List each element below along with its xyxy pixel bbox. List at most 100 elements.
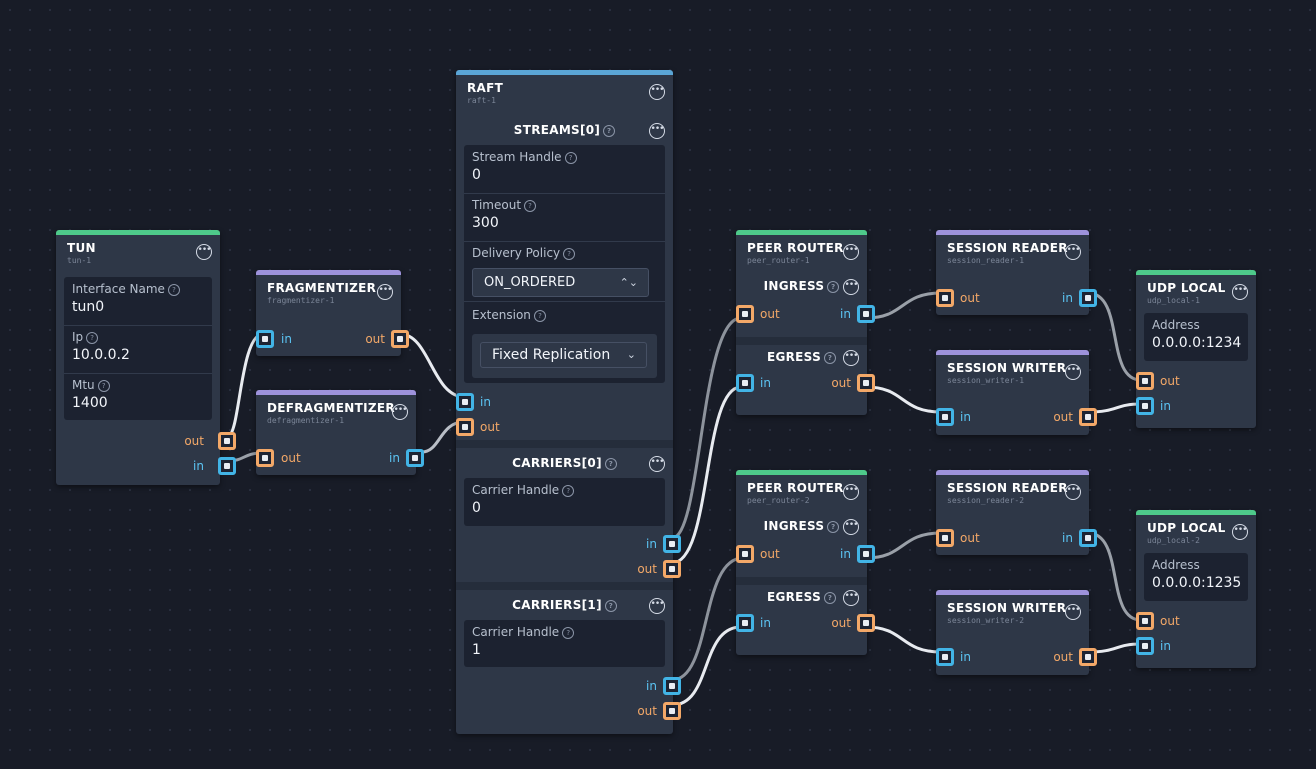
input-port[interactable]: in xyxy=(601,535,681,553)
more-options-icon[interactable]: ••• xyxy=(843,279,859,295)
output-port[interactable]: out xyxy=(936,529,996,547)
more-options-icon[interactable]: ••• xyxy=(843,519,859,535)
help-icon[interactable]: ? xyxy=(562,485,575,497)
help-icon[interactable]: ? xyxy=(167,284,180,296)
connector-socket-icon[interactable] xyxy=(456,393,474,411)
carrier-handle-field[interactable]: Carrier Handle? 1 xyxy=(464,620,665,667)
mtu-field[interactable]: Mtu? 1400 xyxy=(64,373,212,420)
connector-socket-icon[interactable] xyxy=(936,529,954,547)
tun-node[interactable]: TUN tun-1 ••• Interface Name? tun0 Ip? 1… xyxy=(56,230,236,485)
more-options-icon[interactable]: ••• xyxy=(1065,604,1081,620)
help-icon[interactable]: ? xyxy=(562,627,575,639)
output-port[interactable]: out xyxy=(1136,612,1196,630)
connector-socket-icon[interactable] xyxy=(857,305,875,323)
output-port[interactable]: out xyxy=(256,449,336,467)
connector-socket-icon[interactable] xyxy=(736,614,754,632)
stream-handle-field[interactable]: Stream Handle? 0 xyxy=(464,145,665,194)
output-port[interactable]: out xyxy=(815,614,875,632)
help-icon[interactable]: ? xyxy=(827,281,840,293)
node-header[interactable]: SESSION READER session_reader-2 ••• xyxy=(936,475,1089,509)
connector-socket-icon[interactable] xyxy=(218,457,236,475)
output-port[interactable]: out xyxy=(329,330,409,348)
input-port[interactable]: in xyxy=(1037,529,1097,547)
field-value[interactable]: 0 xyxy=(472,500,481,516)
connector-socket-icon[interactable] xyxy=(736,305,754,323)
peer-router-1-node[interactable]: PEER ROUTER peer_router-1 ••• INGRESS? •… xyxy=(736,230,875,415)
help-icon[interactable]: ? xyxy=(824,352,837,364)
output-port[interactable]: out xyxy=(1037,408,1097,426)
connector-socket-icon[interactable] xyxy=(1136,612,1154,630)
help-icon[interactable]: ? xyxy=(604,600,617,612)
node-header[interactable]: DEFRAGMENTIZER defragmentizer-1 ••• xyxy=(256,395,416,429)
more-options-icon[interactable]: ••• xyxy=(843,484,859,500)
ip-field[interactable]: Ip? 10.0.0.2 xyxy=(64,325,212,374)
help-icon[interactable]: ? xyxy=(827,521,840,533)
connector-socket-icon[interactable] xyxy=(456,418,474,436)
connector-socket-icon[interactable] xyxy=(1079,529,1097,547)
connector-socket-icon[interactable] xyxy=(663,560,681,578)
connector-socket-icon[interactable] xyxy=(391,330,409,348)
node-header[interactable]: SESSION WRITER session_writer-2 ••• xyxy=(936,595,1089,629)
node-header[interactable]: SESSION READER session_reader-1 ••• xyxy=(936,235,1089,269)
input-port[interactable]: in xyxy=(344,449,424,467)
field-value[interactable]: 1 xyxy=(472,642,481,658)
more-options-icon[interactable]: ••• xyxy=(1065,364,1081,380)
more-options-icon[interactable]: ••• xyxy=(1065,244,1081,260)
input-port[interactable]: in xyxy=(456,393,536,411)
node-header[interactable]: UDP LOCAL udp_local-1 ••• xyxy=(1136,275,1256,309)
more-options-icon[interactable]: ••• xyxy=(392,404,408,420)
more-options-icon[interactable]: ••• xyxy=(843,350,859,366)
help-icon[interactable]: ? xyxy=(524,200,537,212)
input-port[interactable]: in xyxy=(736,614,796,632)
carrier-handle-field[interactable]: Carrier Handle? 0 xyxy=(464,478,665,526)
raft-node[interactable]: RAFT raft-1 ••• STREAMS[0]? ••• Stream H… xyxy=(456,70,681,734)
connector-socket-icon[interactable] xyxy=(936,648,954,666)
session-writer-2-node[interactable]: SESSION WRITER session_writer-2 ••• in o… xyxy=(936,590,1097,675)
extension-select[interactable]: Fixed Replication ⌄ xyxy=(480,342,647,368)
node-header[interactable]: SESSION WRITER session_writer-1 ••• xyxy=(936,355,1089,389)
more-options-icon[interactable]: ••• xyxy=(843,590,859,606)
help-icon[interactable]: ? xyxy=(563,248,576,260)
peer-router-2-node[interactable]: PEER ROUTER peer_router-2 ••• INGRESS? •… xyxy=(736,470,875,655)
output-port[interactable]: out xyxy=(936,289,996,307)
connector-socket-icon[interactable] xyxy=(936,289,954,307)
more-options-icon[interactable]: ••• xyxy=(377,284,393,300)
more-options-icon[interactable]: ••• xyxy=(196,244,212,260)
help-icon[interactable]: ? xyxy=(824,592,837,604)
connector-socket-icon[interactable] xyxy=(218,432,236,450)
output-port[interactable]: out xyxy=(601,560,681,578)
defragmentizer-node[interactable]: DEFRAGMENTIZER defragmentizer-1 ••• out … xyxy=(256,390,424,475)
connector-socket-icon[interactable] xyxy=(1136,372,1154,390)
input-port[interactable]: in xyxy=(1037,289,1097,307)
session-reader-2-node[interactable]: SESSION READER session_reader-2 ••• out … xyxy=(936,470,1097,555)
field-value[interactable]: 1400 xyxy=(72,395,108,411)
input-port[interactable]: in xyxy=(601,677,681,695)
field-value[interactable]: 0 xyxy=(472,167,481,183)
more-options-icon[interactable]: ••• xyxy=(843,244,859,260)
connector-socket-icon[interactable] xyxy=(736,374,754,392)
more-options-icon[interactable]: ••• xyxy=(649,598,665,614)
connector-socket-icon[interactable] xyxy=(1079,408,1097,426)
output-port[interactable]: out xyxy=(736,305,796,323)
udp-local-2-node[interactable]: UDP LOCAL udp_local-2 ••• Address 0.0.0.… xyxy=(1136,510,1256,668)
help-icon[interactable]: ? xyxy=(564,152,577,164)
connector-socket-icon[interactable] xyxy=(256,330,274,348)
output-port[interactable]: out xyxy=(1037,648,1097,666)
input-port[interactable]: in xyxy=(256,330,336,348)
connector-socket-icon[interactable] xyxy=(256,449,274,467)
node-header[interactable]: UDP LOCAL udp_local-2 ••• xyxy=(1136,515,1256,549)
connector-socket-icon[interactable] xyxy=(1136,397,1154,415)
help-icon[interactable]: ? xyxy=(86,332,99,344)
input-port[interactable]: in xyxy=(1136,637,1196,655)
connector-socket-icon[interactable] xyxy=(736,545,754,563)
more-options-icon[interactable]: ••• xyxy=(649,123,665,139)
connector-socket-icon[interactable] xyxy=(663,677,681,695)
output-port[interactable]: out xyxy=(736,545,796,563)
address-field[interactable]: Address 0.0.0.0:1235 xyxy=(1144,553,1248,601)
output-port[interactable]: out xyxy=(1136,372,1196,390)
connector-socket-icon[interactable] xyxy=(663,702,681,720)
address-field[interactable]: Address 0.0.0.0:1234 xyxy=(1144,313,1248,361)
output-port[interactable]: out xyxy=(601,702,681,720)
node-header[interactable]: FRAGMENTIZER fragmentizer-1 ••• xyxy=(256,275,401,309)
output-port[interactable]: out xyxy=(56,432,236,450)
